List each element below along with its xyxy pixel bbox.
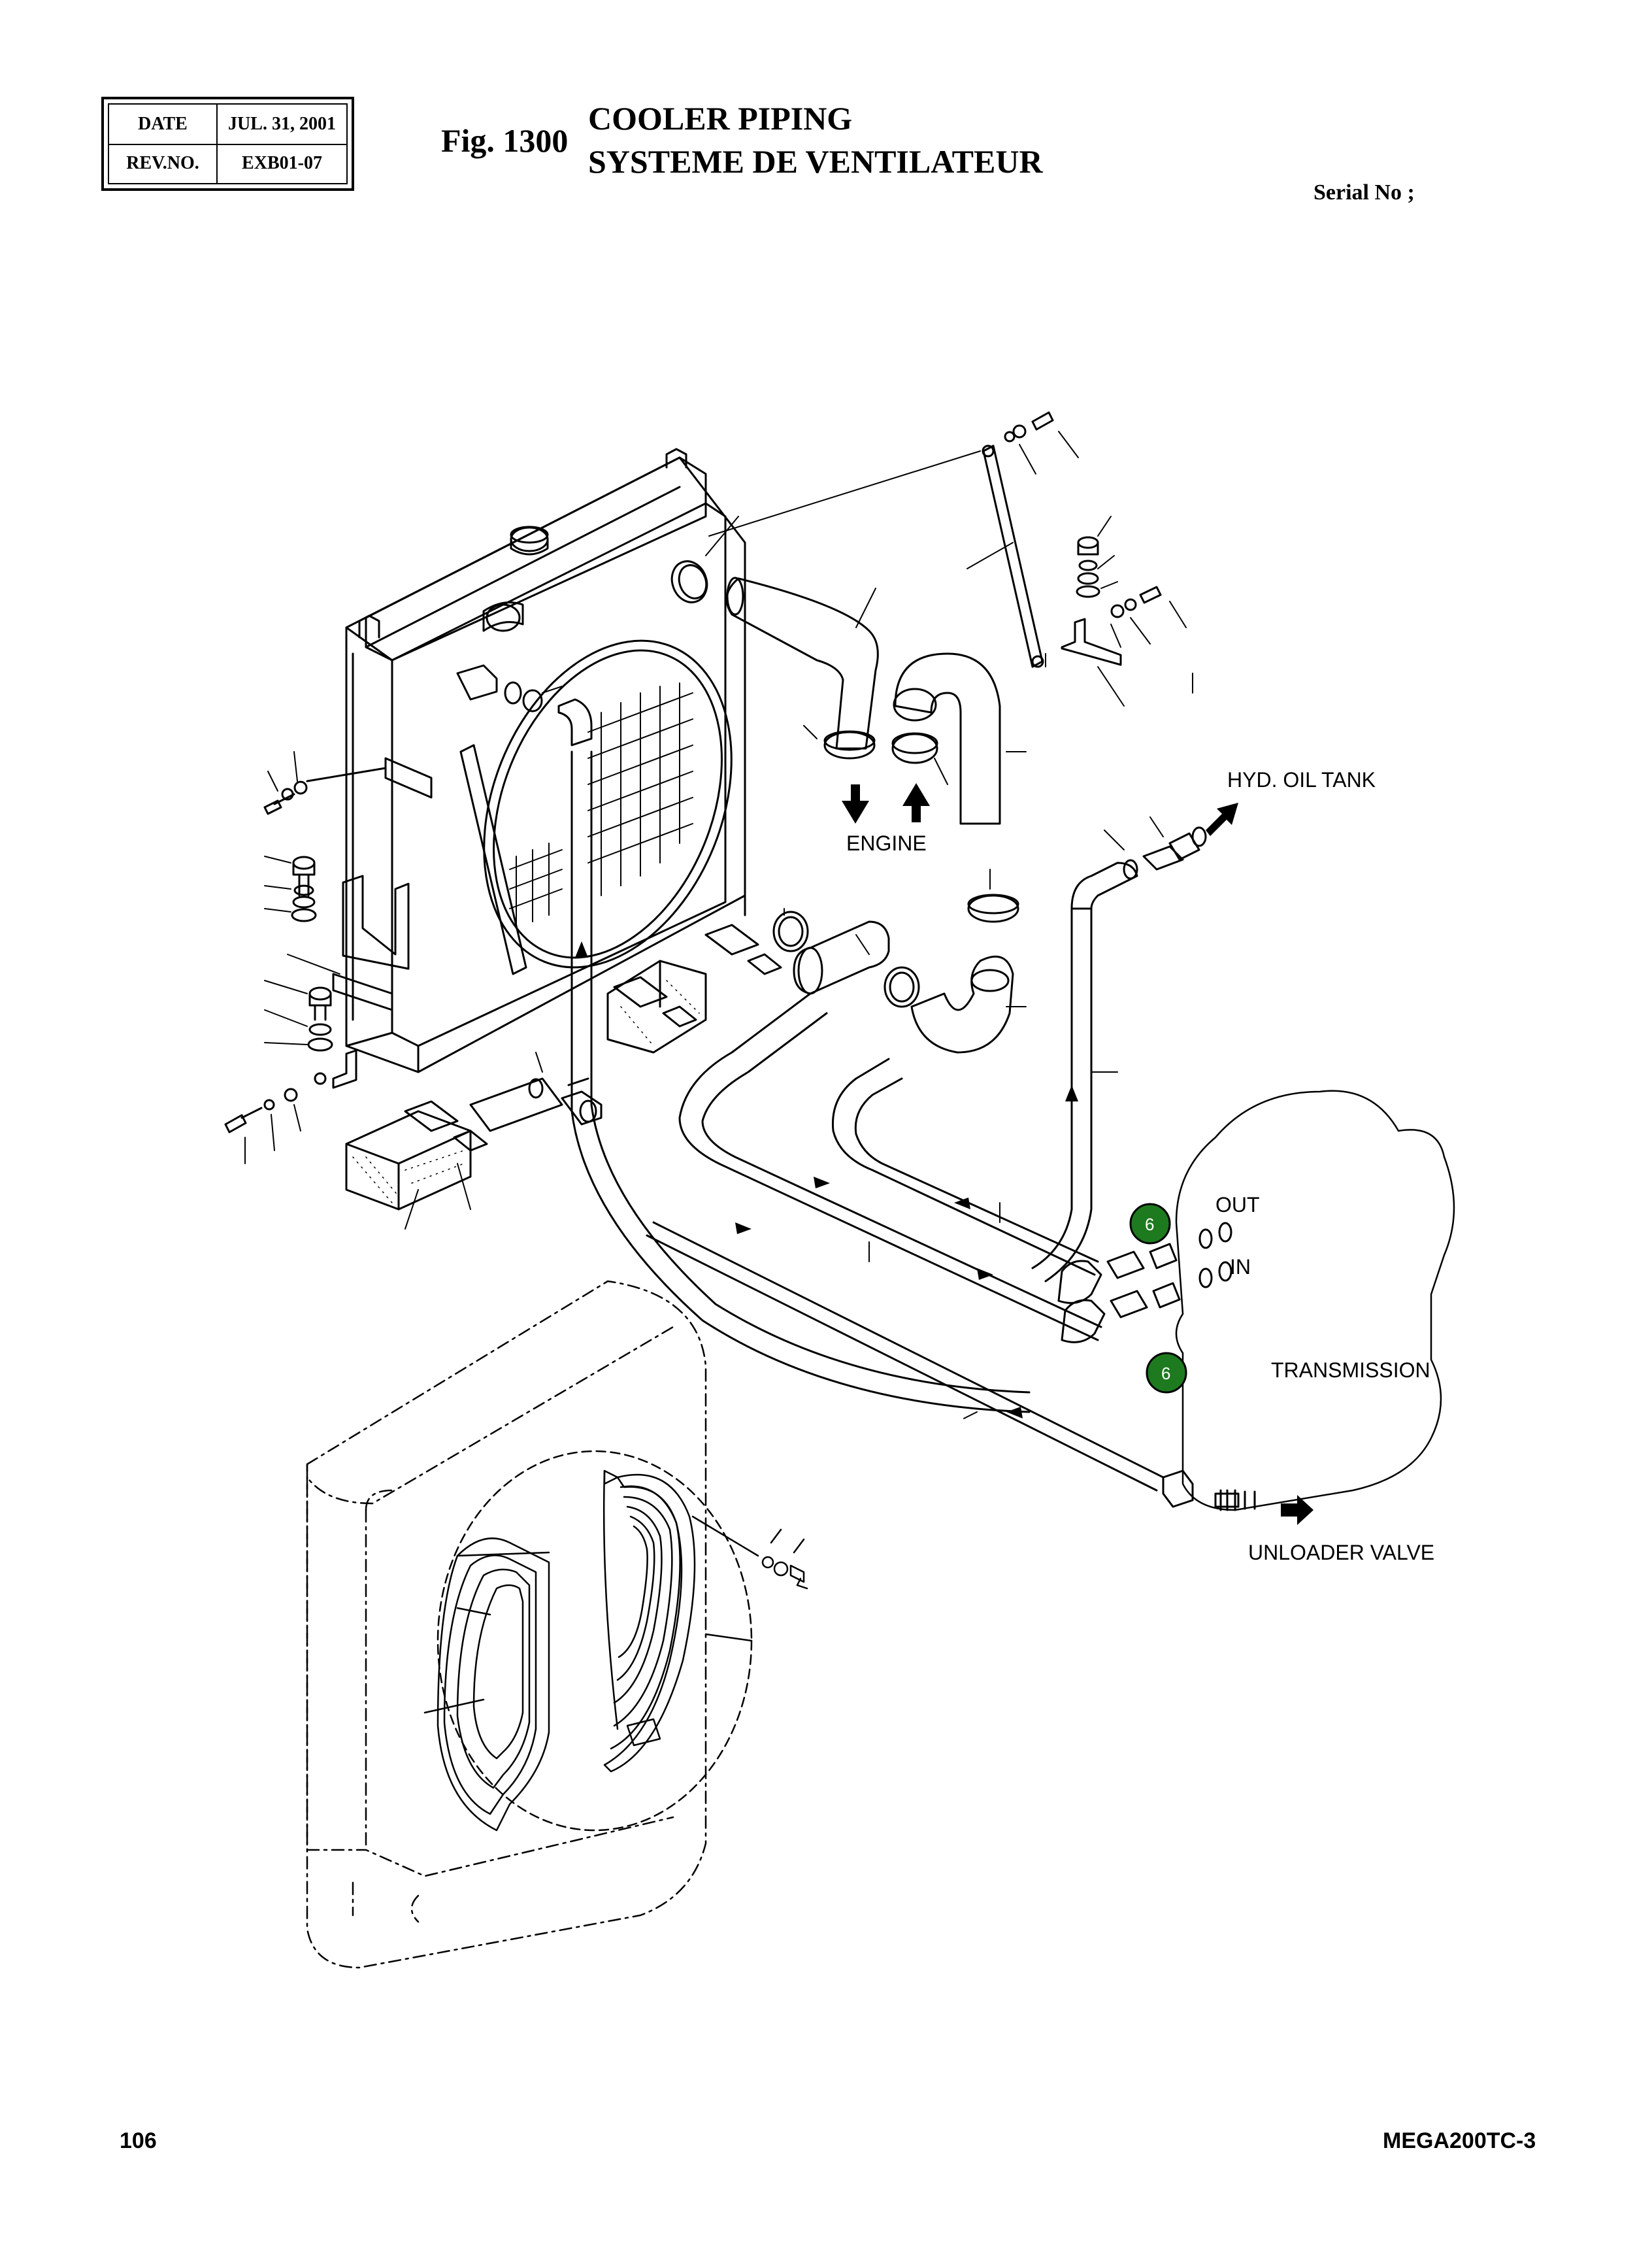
serial-number-label: Serial No ;: [1313, 180, 1415, 205]
callout-marker-out: [1129, 1203, 1171, 1245]
out-label: OUT: [1215, 1193, 1260, 1216]
date-label: DATE: [109, 105, 218, 144]
date-row: DATE JUL. 31, 2001: [109, 105, 346, 145]
revision-table: DATE JUL. 31, 2001 REV.NO. EXB01-07: [101, 97, 354, 191]
engine-arrows: [842, 783, 1313, 1525]
figure-title-french: SYSTEME DE VENTILATEUR: [588, 143, 1043, 180]
engine-label: ENGINE: [846, 831, 927, 855]
figure-number: Fig. 1300: [441, 122, 569, 159]
in-label: IN: [1230, 1255, 1251, 1279]
page-number: 106: [120, 2128, 157, 2153]
callout-marker-in: [1146, 1352, 1187, 1394]
transmission-label: TRANSMISSION: [1271, 1358, 1430, 1382]
date-value: JUL. 31, 2001: [228, 114, 336, 134]
revision-row: REV.NO. EXB01-07: [109, 144, 346, 183]
unloader-valve-label: UNLOADER VALVE: [1248, 1541, 1435, 1564]
hyd-oil-tank-label: HYD. OIL TANK: [1227, 768, 1376, 792]
callout-markers: 6 6: [1129, 1203, 1187, 1394]
transmission-outline: [1175, 1090, 1455, 1511]
cooler-pipes: [567, 673, 1256, 1511]
engine-hoses: [670, 516, 1027, 1054]
stay-rod-hardware: [708, 411, 1187, 707]
insulation-blocks: [345, 960, 707, 1211]
figure-title-english: COOLER PIPING: [588, 100, 853, 137]
revision-table-inner: DATE JUL. 31, 2001 REV.NO. EXB01-07: [108, 103, 348, 184]
callout-marker-in-label: 6: [1161, 1364, 1170, 1383]
fan-shroud: [306, 1280, 808, 1969]
callout-marker-out-label: 6: [1145, 1215, 1154, 1234]
radiator-assembly: [345, 448, 746, 1073]
revision-value: EXB01-07: [242, 153, 322, 173]
revision-label: REV.NO.: [109, 144, 218, 183]
left-mounting-hardware: [224, 751, 433, 1164]
model-name: MEGA200TC-3: [1383, 2128, 1536, 2153]
